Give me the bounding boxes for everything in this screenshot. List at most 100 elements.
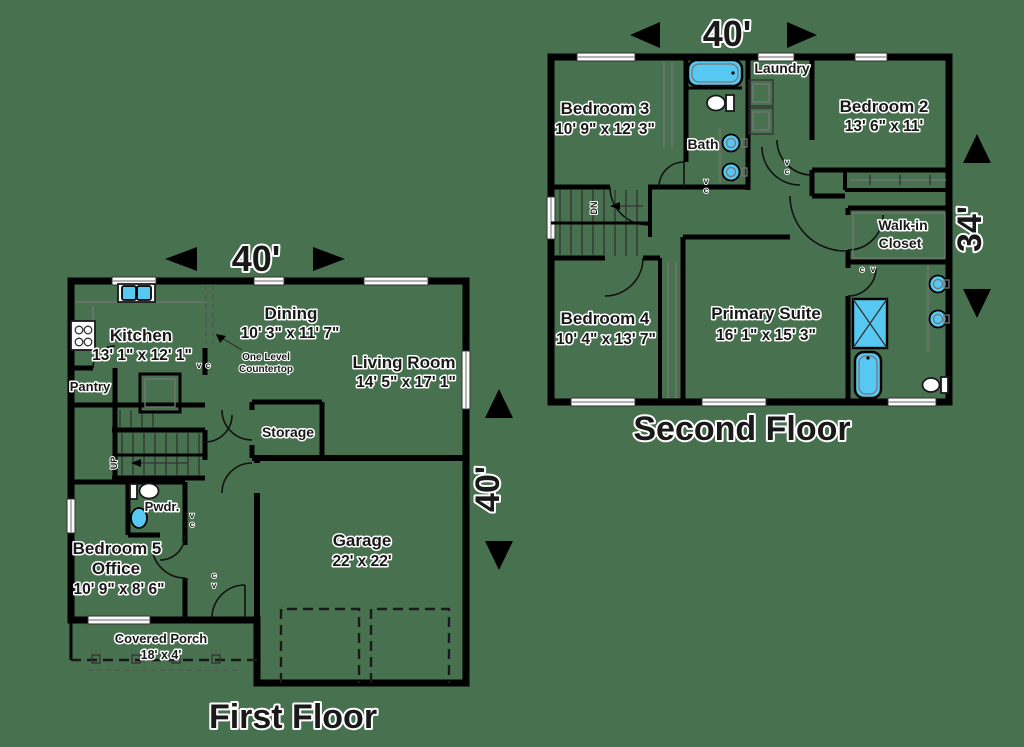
ff-width-dimension: 40' — [165, 236, 345, 281]
svg-text:c: c — [704, 185, 709, 195]
sf-bedroom2-closet — [850, 175, 946, 185]
svg-text:c: c — [860, 264, 865, 274]
washer-dryer-fixture — [748, 79, 774, 135]
sf-walkin-closet-shelf — [852, 212, 946, 259]
room-label-primary-suite: Primary Suite — [711, 304, 821, 323]
ff-windows — [66, 276, 471, 625]
sf-depth-dimension: 34' — [949, 134, 991, 318]
sink-fixture — [928, 274, 948, 294]
sink-fixture — [928, 309, 948, 329]
svg-text:c: c — [190, 519, 195, 529]
svg-text:v: v — [190, 510, 195, 520]
dimension-arrow-left-icon — [165, 247, 197, 271]
room-label-bedroom5: Bedroom 5 — [73, 539, 162, 558]
stove-fixture — [70, 320, 96, 351]
room-label-office: Office — [92, 559, 140, 578]
kitchen-sink-fixture — [136, 285, 152, 301]
ff-door-arcs — [92, 345, 253, 619]
ff-depth-label: 40' — [469, 466, 507, 512]
ff-garage-walls — [252, 455, 466, 620]
ff-covered-porch — [69, 620, 257, 671]
room-size-bedroom4: 10' 4" x 13' 7" — [556, 331, 656, 348]
room-label-covered-porch: Covered Porch — [115, 631, 208, 646]
sf-stairs-arrow — [610, 202, 620, 210]
sf-bedroom4-closet — [667, 262, 677, 398]
room-label-garage: Garage — [333, 531, 392, 550]
countertop-note-line1: One Level — [242, 352, 290, 363]
toilet-fixture — [129, 483, 138, 500]
svg-text:c: c — [785, 166, 790, 176]
dimension-arrow-up-icon — [485, 389, 513, 418]
room-size-bedroom5: 10' 9" x 8' 6" — [73, 581, 164, 598]
sf-door-arcs — [604, 139, 884, 297]
sf-interior-walls — [551, 57, 949, 402]
room-label-living-room: Living Room — [353, 353, 456, 372]
room-size-bedroom3: 10' 9" x 12' 3" — [555, 121, 655, 138]
room-size-primary-suite: 16' 1" x 15' 3" — [716, 327, 816, 344]
sink-fixture — [130, 507, 148, 529]
room-label-bedroom2: Bedroom 2 — [840, 97, 929, 116]
second-floor-plan: Bedroom 3 10' 9" x 12' 3" Bath Laundry B… — [546, 11, 991, 450]
room-size-dining: 10' 3" x 11' 7" — [241, 325, 340, 342]
sf-secondary-walls — [648, 170, 949, 402]
one-level-countertop — [205, 286, 214, 344]
sf-exterior-wall — [547, 53, 953, 406]
ff-depth-dimension: 40' — [467, 389, 513, 570]
sf-bedroom3-closet — [663, 62, 673, 148]
toilet-fixture — [921, 377, 941, 393]
room-label-storage: Storage — [262, 424, 314, 440]
room-size-living-room: 14' 5" x 17' 1" — [356, 374, 456, 391]
toilet-fixture — [706, 94, 726, 112]
svg-text:v: v — [704, 176, 709, 186]
dimension-arrow-down-icon — [963, 289, 991, 318]
sf-width-label: 40' — [703, 13, 752, 54]
room-label-walkin-closet-2: Closet — [879, 235, 922, 251]
second-floor-title: Second Floor — [633, 410, 850, 448]
svg-text:v: v — [197, 360, 202, 370]
room-size-bedroom2: 13' 6" x 11' — [845, 118, 924, 135]
sf-depth-label: 34' — [951, 206, 989, 252]
ff-interior-walls — [71, 348, 325, 620]
room-size-kitchen: 13' 1" x 12' 1" — [92, 347, 192, 364]
first-floor-plan: Kitchen 13' 1" x 12' 1" Dining 10' 3" x … — [66, 236, 513, 738]
room-size-covered-porch: 18' x 4' — [141, 648, 182, 662]
svg-text:c: c — [212, 570, 217, 580]
svg-text:v: v — [212, 580, 217, 590]
svg-text:c: c — [206, 360, 211, 370]
dimension-arrow-left-icon — [630, 22, 660, 48]
sink-fixture — [721, 162, 741, 182]
sf-windows — [546, 52, 937, 407]
dimension-arrow-down-icon — [485, 541, 513, 570]
stairs-down-label: DN — [589, 202, 599, 215]
ff-stairs-arrow — [131, 459, 141, 467]
room-size-garage: 22' x 22' — [332, 553, 391, 570]
sf-hall-bath-fixtures — [686, 58, 748, 183]
ff-width-label: 40' — [232, 238, 281, 279]
ff-stairs — [115, 410, 205, 476]
sink-fixture — [721, 133, 741, 153]
kitchen-sink-fixture — [121, 285, 137, 301]
ff-powder-fixtures — [129, 482, 160, 529]
room-label-powder: Pwdr. — [145, 499, 180, 514]
dimension-arrow-right-icon — [313, 247, 345, 271]
room-label-dining: Dining — [265, 304, 318, 323]
room-label-bath: Bath — [687, 136, 718, 152]
ff-kitchen-fixtures — [70, 283, 214, 414]
first-floor-title: First Floor — [209, 698, 377, 736]
countertop-annotation-arrow — [216, 334, 243, 351]
room-label-laundry: Laundry — [754, 60, 809, 76]
bathtub-fixture — [686, 58, 744, 88]
svg-text:v: v — [785, 157, 790, 167]
garage-door-outlines — [279, 607, 451, 683]
svg-text:v: v — [871, 264, 876, 274]
room-label-pantry: Pantry — [70, 379, 111, 394]
room-label-bedroom3: Bedroom 3 — [561, 99, 650, 118]
stairs-up-label: UP — [109, 457, 119, 470]
dimension-arrow-up-icon — [963, 134, 991, 163]
bathtub-fixture — [853, 350, 883, 400]
room-label-walkin-closet: Walk-in — [878, 217, 927, 233]
sf-primary-bath-fixtures — [851, 266, 950, 400]
room-label-bedroom4: Bedroom 4 — [561, 309, 650, 328]
